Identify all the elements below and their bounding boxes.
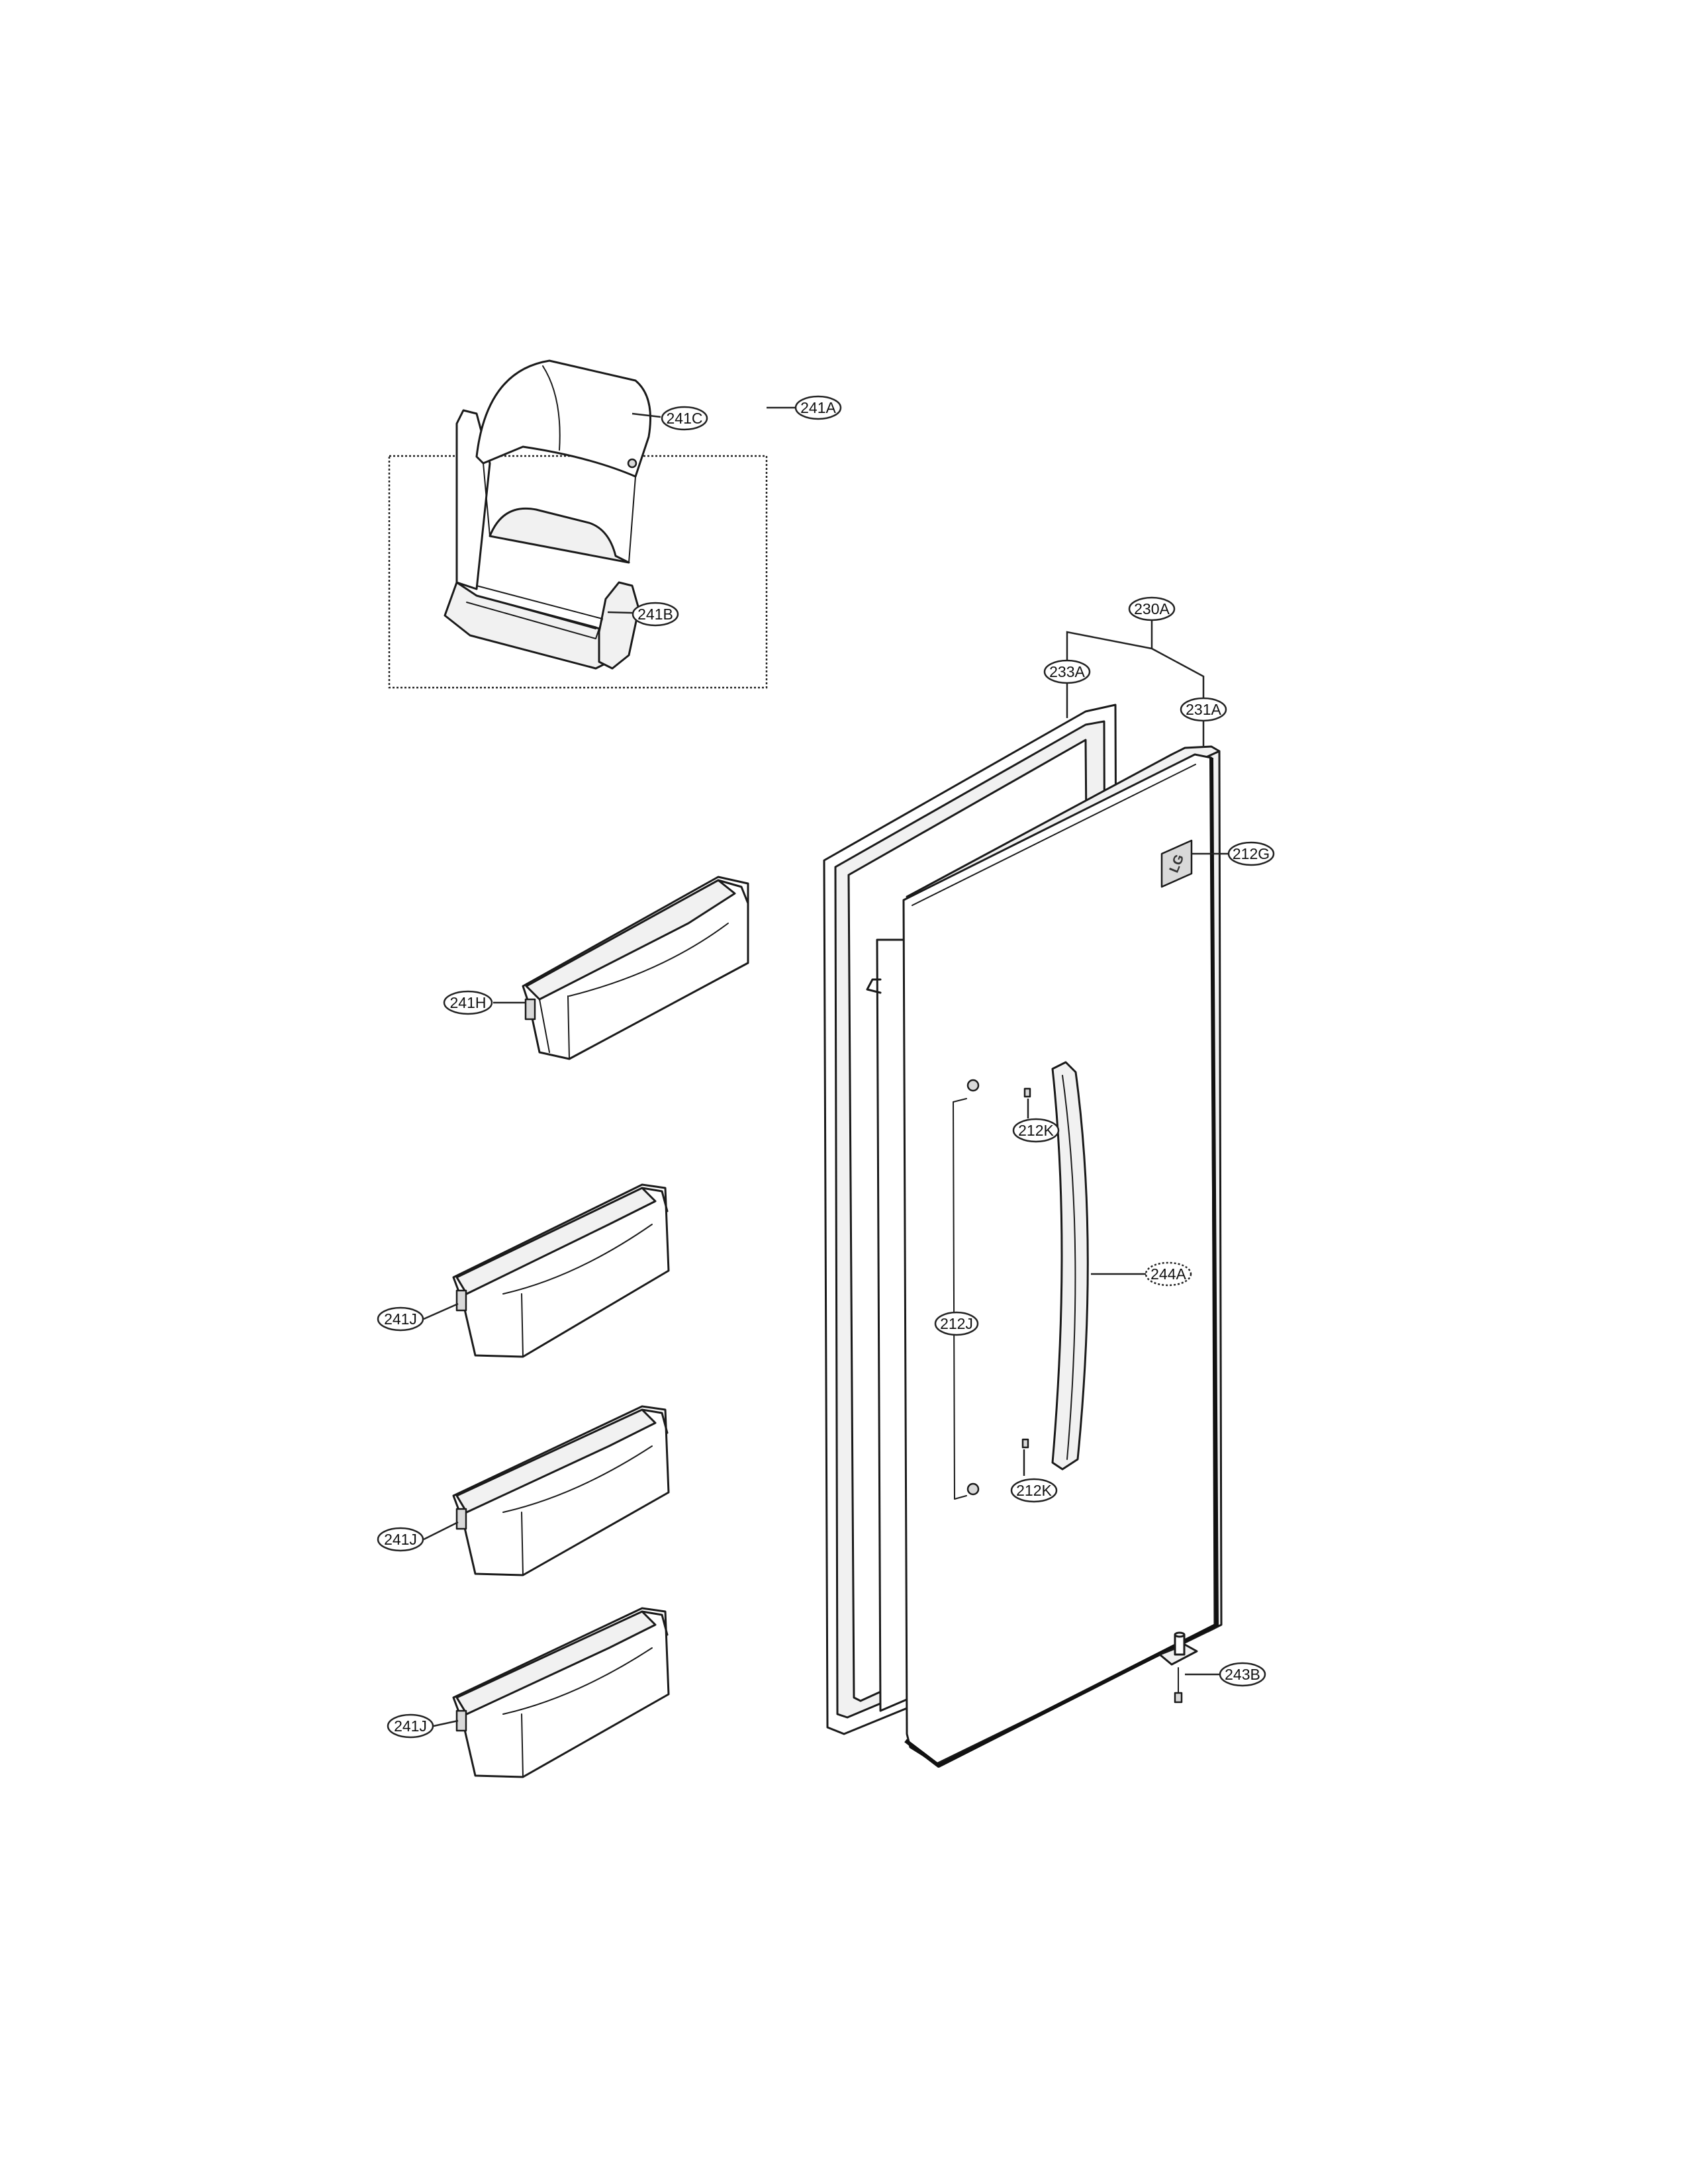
door-bin-241j-3 <box>452 1607 670 1778</box>
dairy-bin-illustration <box>444 359 651 670</box>
callout-241c: 241C <box>661 406 708 431</box>
callout-241b: 241B <box>632 602 679 627</box>
svg-text:212G: 212G <box>1233 845 1270 862</box>
svg-text:241A: 241A <box>800 399 836 416</box>
callout-231a: 231A <box>1180 697 1227 722</box>
screw-212k-bottom <box>1021 1438 1029 1449</box>
svg-text:241B: 241B <box>637 606 673 623</box>
callout-244a: 244A <box>1145 1261 1192 1287</box>
handle-mount-line <box>953 1098 967 1500</box>
door-handle <box>1051 1061 1089 1471</box>
door-bin-241j-1 <box>452 1183 670 1358</box>
callout-233a: 233A <box>1043 659 1091 684</box>
callout-212k-top: 212K <box>1012 1118 1060 1143</box>
door-bin-241h <box>522 876 749 1060</box>
callout-241a: 241A <box>794 395 842 420</box>
svg-text:212K: 212K <box>1016 1482 1052 1499</box>
callout-212g: 212G <box>1227 841 1275 866</box>
callout-230a: 230A <box>1128 596 1176 621</box>
callout-241h: 241H <box>443 990 493 1015</box>
callout-241j-1: 241J <box>377 1306 424 1332</box>
svg-text:241C: 241C <box>667 410 703 427</box>
svg-text:230A: 230A <box>1134 600 1170 617</box>
mount-stud-bottom <box>966 1482 980 1496</box>
screw-212k-top <box>1023 1087 1031 1098</box>
svg-text:241H: 241H <box>450 994 487 1011</box>
brand-logo-badge: LG <box>1160 839 1193 888</box>
svg-text:243B: 243B <box>1225 1666 1260 1683</box>
callout-212j: 212J <box>934 1311 979 1336</box>
svg-text:244A: 244A <box>1150 1265 1186 1283</box>
leader-lines <box>423 406 1228 1727</box>
callout-241j-2: 241J <box>377 1527 424 1552</box>
callout-212k-bottom: 212K <box>1010 1478 1058 1503</box>
svg-text:241J: 241J <box>384 1531 417 1548</box>
svg-text:212J: 212J <box>940 1315 973 1332</box>
svg-text:241J: 241J <box>394 1717 427 1735</box>
callout-243b: 243B <box>1219 1662 1266 1687</box>
door-hinge <box>1158 1631 1198 1704</box>
refrigerator-door: LG <box>902 745 1223 1768</box>
svg-text:231A: 231A <box>1186 701 1221 718</box>
svg-text:241J: 241J <box>384 1310 417 1328</box>
door-bin-241j-2 <box>452 1405 670 1576</box>
callout-241j-3: 241J <box>387 1713 434 1739</box>
svg-text:233A: 233A <box>1049 663 1085 680</box>
mount-stud-top <box>966 1079 980 1092</box>
svg-text:212K: 212K <box>1018 1122 1054 1139</box>
